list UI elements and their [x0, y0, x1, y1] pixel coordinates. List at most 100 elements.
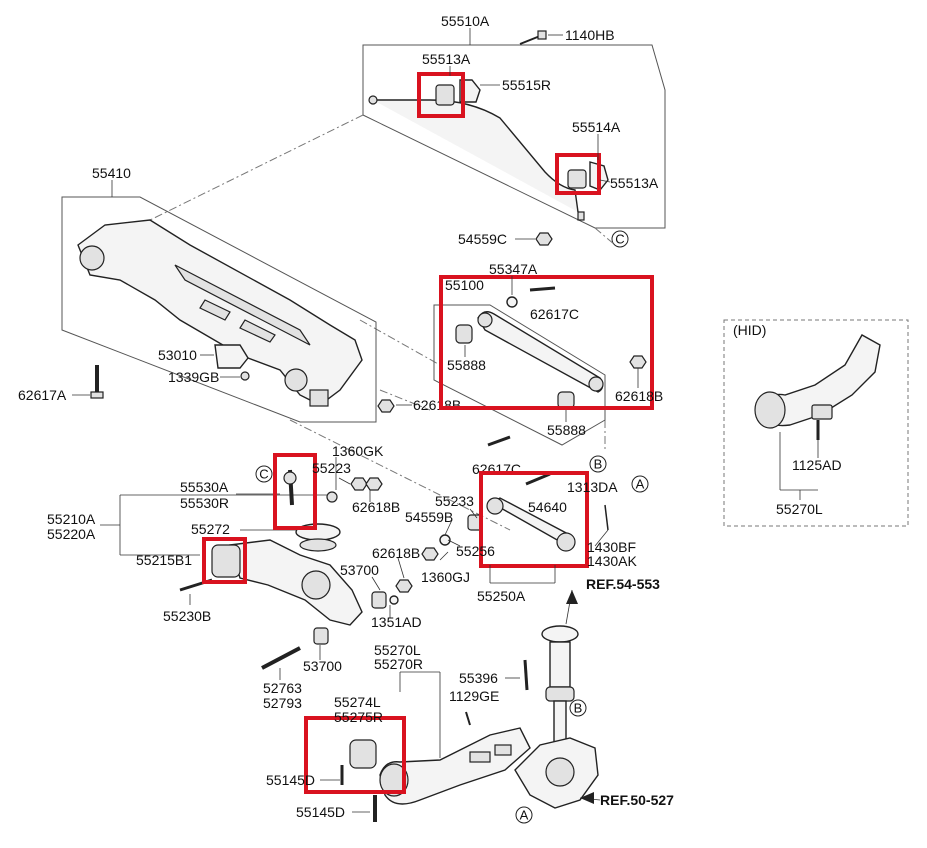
stabilizer-bar-end [368, 95, 378, 105]
lateral-arm-group: 55233 54559B 55256 1360GJ 54640 1313DA 1… [405, 471, 649, 604]
label-1430bf: 1430BF [587, 539, 636, 555]
washer-1351ad [389, 595, 399, 605]
callout-a-right-text: A [636, 477, 645, 492]
callout-c-top-text: C [615, 232, 624, 247]
label-55275r: 55275R [334, 709, 383, 725]
label-54640: 54640 [528, 499, 567, 515]
shock-dust-boot [545, 686, 575, 702]
bushing-53700-b [313, 627, 329, 645]
label-62618b-right: 62618B [615, 388, 663, 404]
label-55513a-right: 55513A [610, 175, 659, 191]
crossmember-slot-3 [239, 319, 276, 343]
callout-b-bottom [569, 699, 587, 717]
label-1351ad: 1351AD [371, 614, 422, 630]
label-55515r: 55515R [502, 77, 551, 93]
nut-62618b-upper [350, 477, 368, 491]
crossmember-group: 55410 53010 1339GB 62617A 62618B [18, 165, 461, 423]
hid-label-55270l: 55270L [776, 501, 823, 517]
highlight-lower-arm-55100 [439, 275, 654, 410]
callout-b-mid [589, 455, 607, 473]
trailing-arm-55270l [379, 727, 531, 805]
bracket-53010 [214, 344, 249, 369]
label-55145d-b: 55145D [296, 804, 345, 820]
callout-a-bottom [515, 806, 533, 824]
knuckle-hub-bore [545, 757, 575, 787]
bushing-left [435, 84, 455, 106]
stabilizer-bar [373, 99, 579, 213]
label-1313da: 1313DA [567, 479, 618, 495]
label-55530r: 55530R [180, 495, 229, 511]
label-54559c: 54559C [458, 231, 507, 247]
lower-arm-55100 [477, 311, 604, 393]
label-53700-b: 53700 [303, 658, 342, 674]
highlight-bushing-55513a-right [555, 153, 601, 195]
label-55270r: 55270R [374, 656, 423, 672]
nut-62618b-crossmember [377, 399, 395, 413]
label-55230b: 55230B [163, 608, 211, 624]
label-54559b: 54559B [405, 509, 453, 525]
label-55145d-a: 55145D [266, 772, 315, 788]
bushing-55215b1 [211, 544, 241, 578]
ref-arrow-2 [580, 792, 594, 804]
nut-54559b [421, 547, 439, 561]
ref-arrow-1 [566, 590, 578, 604]
label-55514a: 55514A [572, 119, 621, 135]
label-55530a: 55530A [180, 479, 229, 495]
dashed-connectors [139, 114, 616, 531]
crossmember-slot-2 [199, 299, 231, 321]
nut-62618b-lower [395, 579, 413, 593]
knuckle-group: REF.54-553 55396 1129GE REF.50-527 55270… [266, 576, 674, 824]
bushing-right [567, 169, 587, 189]
callout-b-bottom-text: B [574, 701, 583, 716]
label-1360gj: 1360GJ [421, 569, 470, 585]
upper-arm-55210a [229, 539, 363, 626]
hid-title: (HID) [733, 322, 766, 338]
label-52793: 52793 [263, 695, 302, 711]
lower-arm-eye-right [588, 376, 604, 392]
label-55410: 55410 [92, 165, 131, 181]
bolt-62617c-bottom [487, 435, 511, 447]
hid-inset: (HID) 1125AD 55270L [723, 319, 909, 527]
upper-arm-spring-seat [301, 570, 331, 600]
bolt-55396 [523, 659, 529, 691]
label-1129ge: 1129GE [449, 688, 499, 704]
label-55270l: 55270L [374, 642, 421, 658]
bolt-1140hb-head [537, 30, 547, 40]
highlight-lateral-arm-54640 [479, 471, 589, 568]
callout-a-right [631, 475, 649, 493]
bushing-55274l [349, 739, 377, 769]
callout-c-left [255, 465, 273, 483]
label-62617a: 62617A [18, 387, 67, 403]
label-55223: 55223 [312, 460, 351, 476]
hid-frame [723, 319, 909, 527]
crossmember-slot-1 [174, 264, 311, 346]
ref-50-527: REF.50-527 [600, 792, 674, 808]
hid-bracket [811, 404, 833, 420]
pin-1430bf [604, 504, 609, 531]
lower-arm-frame [433, 304, 606, 446]
highlight-bushing-55513a-top [417, 72, 465, 118]
hid-arm-bushing-eye [754, 391, 786, 429]
label-55888-a: 55888 [447, 357, 486, 373]
trailing-arm-slot-2 [494, 744, 512, 756]
bolt-1129ge [465, 711, 471, 726]
label-55233: 55233 [435, 493, 474, 509]
nut-1360gk [326, 491, 338, 503]
label-55888-b: 55888 [547, 422, 586, 438]
nut-1339gb [240, 371, 250, 381]
label-62618b-upper: 62618B [352, 499, 400, 515]
bolt-52763 [261, 646, 301, 670]
label-1140hb: 1140HB [565, 27, 615, 43]
highlight-bushing-55274l [304, 716, 406, 794]
bushing-53700-a [371, 591, 387, 609]
callout-c-top [611, 230, 629, 248]
nut-62618b-upper-2 [365, 477, 383, 491]
label-55274l: 55274L [334, 694, 381, 710]
label-1360gk: 1360GK [332, 443, 384, 459]
bushing-55888-b [557, 391, 575, 409]
label-53010: 53010 [158, 347, 197, 363]
bolt-62617c-top [529, 286, 556, 292]
shock-top-mount [541, 625, 579, 643]
washer-55347a [506, 296, 518, 308]
